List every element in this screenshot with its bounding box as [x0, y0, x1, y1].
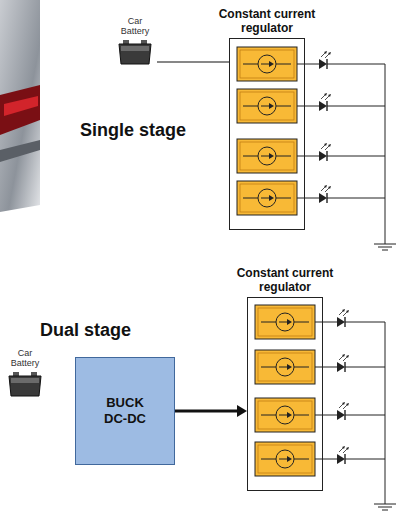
regulator-box: Constant current regulator	[229, 38, 305, 230]
battery: Car Battery	[113, 16, 157, 66]
box-label: BUCK DC-DC	[95, 395, 155, 427]
battery-label: Car Battery	[113, 16, 157, 36]
box-heading: Constant current regulator	[215, 266, 355, 298]
battery-icon	[117, 38, 153, 66]
battery-icon	[7, 370, 43, 398]
arrow-head	[237, 405, 247, 417]
battery: Car Battery	[3, 348, 47, 398]
stage-label: Dual stage	[40, 320, 131, 341]
wire	[157, 62, 229, 63]
stage-label: Single stage	[80, 120, 186, 141]
box-heading: Constant current regulator	[197, 7, 337, 39]
regulator-box: Constant current regulator	[247, 297, 323, 491]
converter-box: BUCK DC-DC	[75, 357, 175, 465]
arrow-connector	[175, 405, 247, 417]
battery-label: Car Battery	[3, 348, 47, 368]
